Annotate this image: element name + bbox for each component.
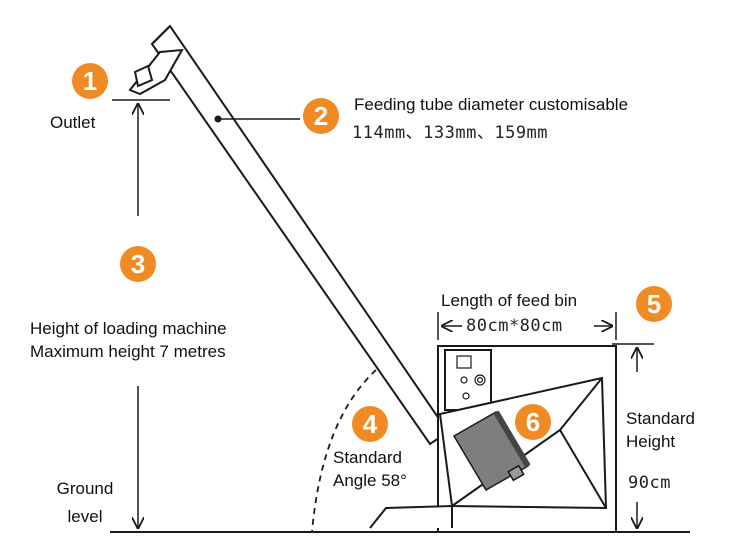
height-label-line1: Height of loading machine (30, 319, 227, 338)
badge-outlet: 1 (72, 63, 108, 99)
tube-diameter-sizes: 114mm、133mm、159mm (352, 123, 549, 143)
ground-label-line1: Ground (56, 479, 114, 498)
feeding-tube (150, 24, 450, 446)
badge-angle: 4 (352, 406, 388, 442)
motor (452, 410, 531, 492)
badge-bin-length: 5 (636, 286, 672, 322)
ground-label-line2: level (67, 507, 103, 526)
std-height-value: 90cm (628, 473, 671, 493)
std-height-line1: Standard (626, 409, 695, 428)
badge-tube-diameter: 2 (303, 98, 339, 134)
badge-motor: 6 (515, 404, 551, 440)
badge-height: 3 (120, 246, 156, 282)
std-height-line2: Height (626, 432, 676, 451)
angle-label-line2: Angle 58° (333, 471, 407, 490)
height-label-line2: Maximum height 7 metres (30, 342, 226, 361)
angle-label-line1: Standard (333, 448, 402, 467)
outlet-label: Outlet (50, 113, 96, 132)
outlet-spout (128, 48, 184, 96)
control-panel (456, 355, 486, 400)
angle-arc (311, 369, 377, 533)
bin-length-size: 80cm*80cm (466, 316, 563, 336)
bin-length-title: Length of feed bin (441, 291, 578, 310)
tube-diameter-title: Feeding tube diameter customisable (354, 95, 629, 114)
